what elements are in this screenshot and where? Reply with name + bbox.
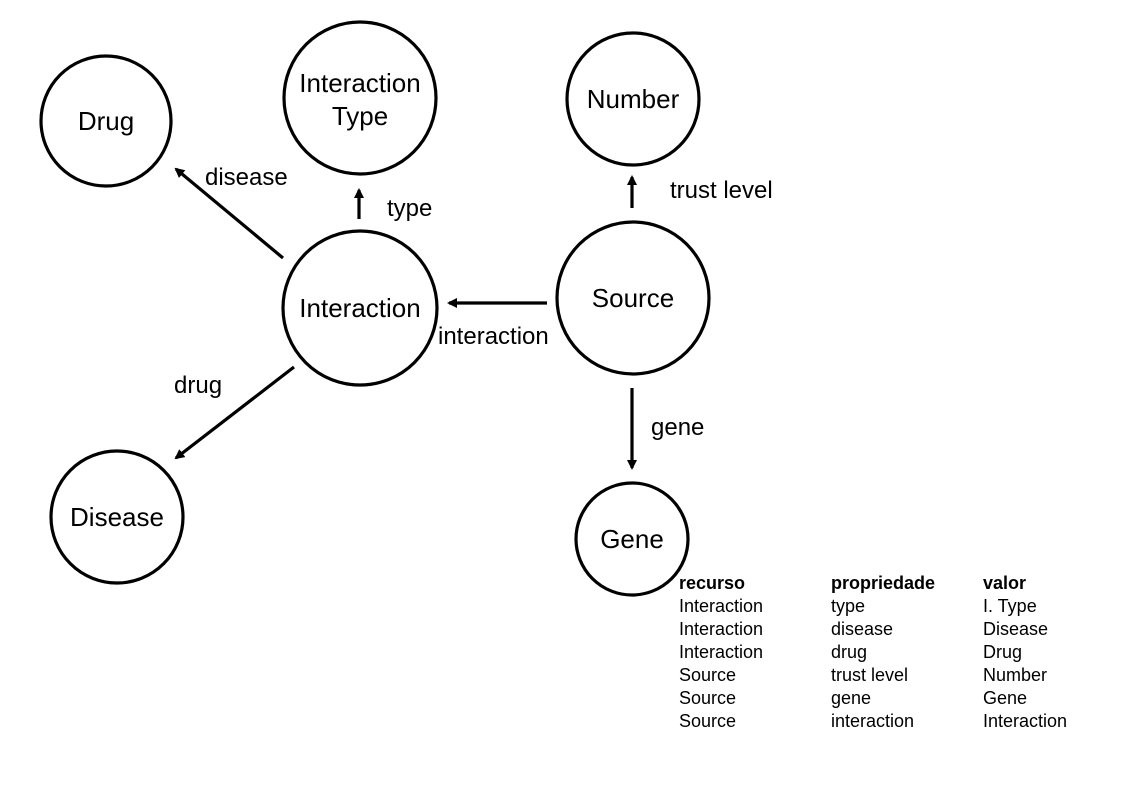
- node-disease: Disease: [49, 449, 185, 585]
- node-interaction: Interaction: [281, 229, 439, 387]
- cell-valor: Disease: [983, 619, 1049, 639]
- node-disease-label: Disease: [70, 502, 164, 532]
- edge-label-gene: gene: [651, 414, 704, 441]
- cell-valor: Drug: [983, 642, 1023, 662]
- cell-valor: I. Type: [983, 596, 1037, 616]
- node-number-label: Number: [587, 84, 680, 114]
- cell-recurso: Interaction: [679, 619, 764, 639]
- node-interaction-type-label-line2: Type: [332, 101, 388, 131]
- node-interaction-label: Interaction: [299, 293, 420, 323]
- header-propriedade: propriedade: [831, 573, 936, 593]
- table-row: Source interaction Interaction: [679, 710, 1067, 733]
- edge-disease-arrow: [174, 167, 285, 260]
- cell-valor: Interaction: [983, 711, 1068, 731]
- node-source-label: Source: [592, 283, 674, 313]
- triples-table: recurso propriedade valor Interaction ty…: [679, 572, 1067, 733]
- cell-recurso: Interaction: [679, 596, 764, 616]
- edge-label-type: type: [387, 195, 432, 222]
- table-row: Source trust level Number: [679, 664, 1067, 687]
- table-row: Source gene Gene: [679, 687, 1067, 710]
- triples-header-row: recurso propriedade valor: [679, 572, 1067, 595]
- header-recurso: recurso: [679, 573, 746, 593]
- node-drug-label: Drug: [78, 106, 134, 136]
- cell-propriedade: type: [831, 596, 866, 616]
- cell-valor: Gene: [983, 688, 1028, 708]
- edge-label-interaction: interaction: [438, 323, 549, 350]
- cell-valor: Number: [983, 665, 1048, 685]
- header-valor: valor: [983, 573, 1027, 593]
- table-row: Interaction drug Drug: [679, 641, 1067, 664]
- cell-propriedade: disease: [831, 619, 894, 639]
- edge-label-trust-level: trust level: [670, 177, 773, 204]
- node-number: Number: [565, 31, 701, 167]
- cell-propriedade: trust level: [831, 665, 909, 685]
- node-gene-label: Gene: [600, 524, 664, 554]
- cell-recurso: Interaction: [679, 642, 764, 662]
- cell-propriedade: interaction: [831, 711, 915, 731]
- node-source: Source: [555, 220, 711, 376]
- edge-label-disease: disease: [205, 164, 288, 191]
- table-row: Interaction type I. Type: [679, 595, 1067, 618]
- edge-label-drug: drug: [174, 372, 222, 399]
- edge-drug-arrow: [174, 365, 295, 460]
- node-interaction-type-label-line1: Interaction: [299, 68, 420, 98]
- cell-recurso: Source: [679, 711, 737, 731]
- node-drug: Drug: [39, 54, 173, 188]
- cell-propriedade: drug: [831, 642, 868, 662]
- node-interaction-type: Interaction Type: [282, 20, 438, 176]
- cell-recurso: Source: [679, 665, 737, 685]
- cell-propriedade: gene: [831, 688, 872, 708]
- node-gene: Gene: [574, 481, 690, 597]
- cell-recurso: Source: [679, 688, 737, 708]
- table-row: Interaction disease Disease: [679, 618, 1067, 641]
